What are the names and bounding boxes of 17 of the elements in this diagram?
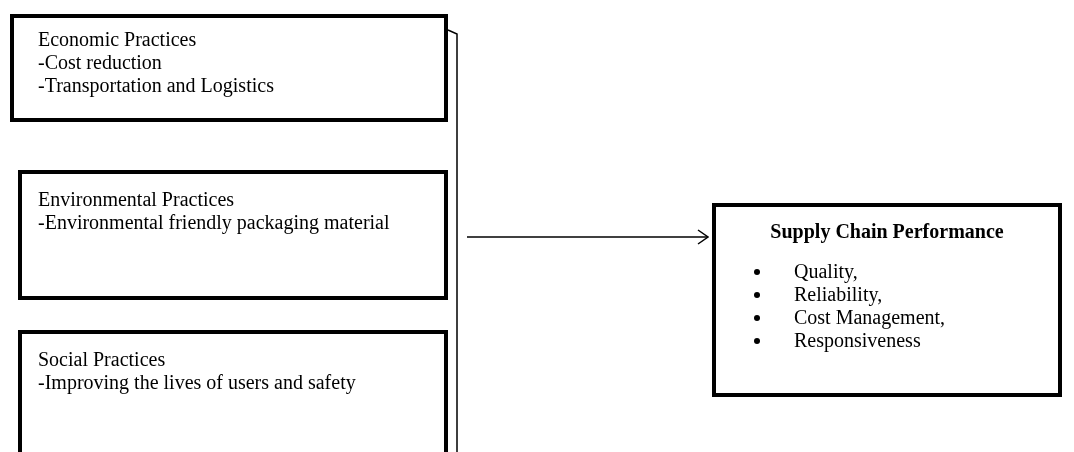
bullet-item: Cost Management,	[734, 306, 1040, 329]
practice-item: -Improving the lives of users and safety	[38, 371, 357, 394]
text-box	[18, 170, 448, 300]
text-box	[712, 203, 1062, 397]
practice-item: -Transportation and Logistics	[38, 74, 275, 97]
practice-item: -Environmental friendly packaging material	[38, 211, 391, 234]
box-heading: Economic Practices	[38, 28, 198, 51]
text-box	[10, 14, 448, 122]
bullet-item: Responsiveness	[734, 329, 1040, 352]
box-heading: Supply Chain Performance	[769, 219, 1005, 244]
bullet-item: Reliability,	[734, 283, 1040, 306]
box-heading: Social Practices	[38, 348, 167, 371]
arrow	[466, 229, 709, 245]
practice-item: -Cost reduction	[38, 51, 163, 74]
bullet-item: Quality,	[734, 260, 1040, 283]
box-heading: Environmental Practices	[38, 188, 236, 211]
text-box	[18, 330, 448, 452]
